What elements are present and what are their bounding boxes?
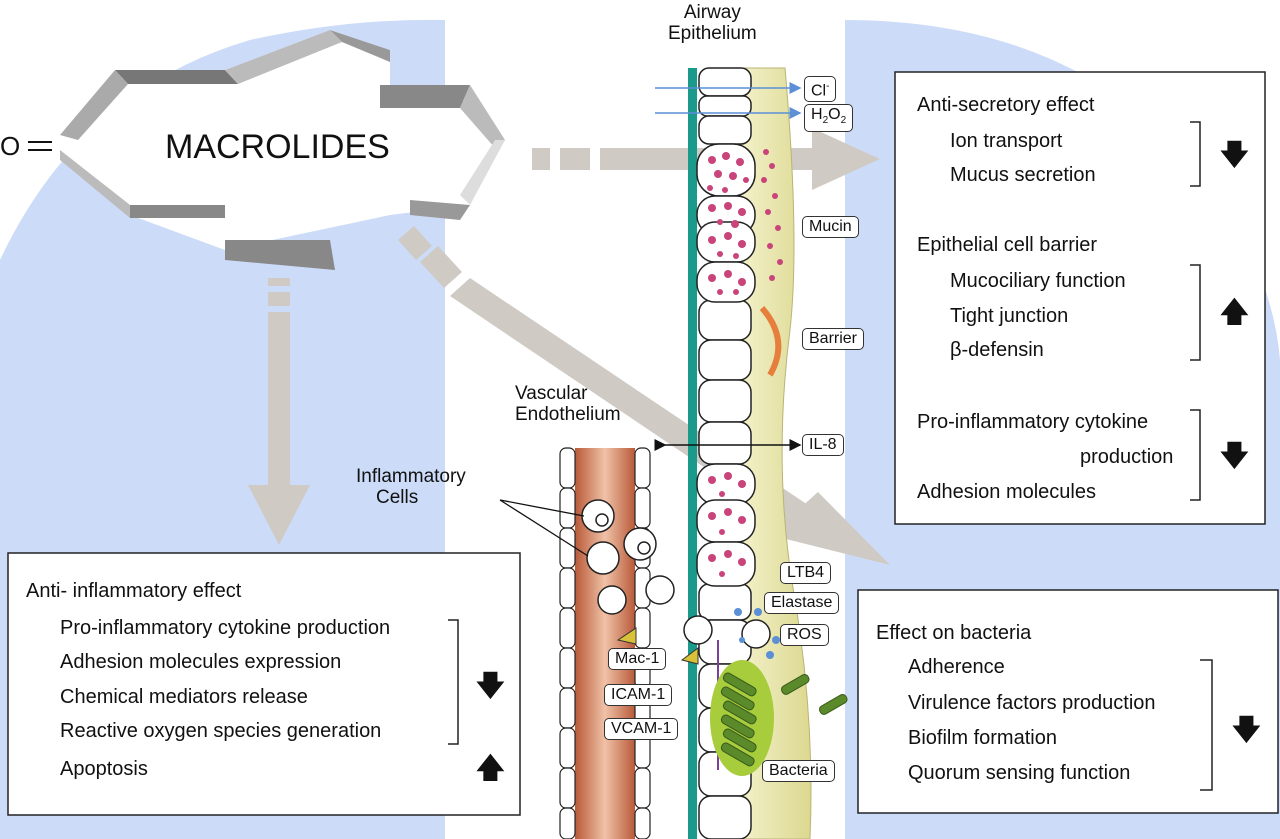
mac1-label: Mac-1 (608, 648, 667, 670)
inflammatory-label-line2: Cells (376, 487, 419, 508)
adhesion-triangles (616, 627, 699, 665)
bac-item-biofilm: Biofilm formation (908, 727, 1057, 749)
basement-membrane (688, 68, 697, 839)
h2o2-label: H2O2 (804, 104, 854, 133)
airway-label-line1: Airway (683, 2, 741, 23)
cytokine-line1: Pro-inflammatory cytokine (917, 411, 1149, 433)
macrolides-structure (28, 30, 505, 270)
secretory-box-frame (894, 71, 1266, 525)
bacteria-box-frame (857, 589, 1279, 814)
carbonyl-label: O (0, 131, 21, 161)
chloride-label: Cl- (804, 76, 837, 103)
h2o2-sub2: 2 (840, 115, 847, 127)
chloride-sup: - (826, 81, 830, 92)
elastase-label: Elastase (764, 592, 840, 614)
ai-item-apoptosis: Apoptosis (60, 758, 148, 780)
h2o2-o: O (828, 106, 841, 123)
down-arrow-icon: 🡇 (1220, 139, 1249, 170)
down-arrow-icon: 🡇 (476, 670, 505, 701)
epithelial-barrier-heading: Epithelial cell barrier (917, 234, 1098, 256)
icam1-label: ICAM-1 (604, 684, 673, 706)
macrolides-label: MACROLIDES (165, 128, 390, 166)
bac-item-virulence: Virulence factors production (908, 692, 1156, 714)
tight-junction-item: Tight junction (950, 305, 1069, 327)
ai-item-ros: Reactive oxygen species generation (60, 720, 382, 742)
adhesion-molecules-line: Adhesion molecules (917, 481, 1096, 503)
inflammatory-cell-shapes (581, 499, 771, 649)
bac-item-quorum: Quorum sensing function (908, 762, 1131, 784)
ion-transport-item: Ion transport (950, 130, 1063, 152)
ros-label: ROS (780, 624, 829, 646)
pointer-line-2 (499, 499, 589, 557)
beta-defensin-item: β-defensin (950, 339, 1044, 361)
mucin-label: Mucin (802, 216, 859, 238)
bacteria-rods (720, 672, 848, 767)
h2o2-h: H (811, 106, 823, 123)
ros-stars (734, 608, 780, 659)
vascular-label-line1: Vascular (515, 383, 588, 404)
up-arrow-icon: 🡅 (1220, 296, 1249, 327)
ai-item-cytokine: Pro-inflammatory cytokine production (60, 617, 391, 639)
barrier-label: Barrier (802, 328, 865, 350)
anti-inflammatory-heading: Anti- inflammatory effect (26, 580, 242, 602)
ai-item-adhesion: Adhesion molecules expression (60, 651, 342, 673)
ltb4-label: LTB4 (780, 562, 832, 584)
down-arrow-icon: 🡇 (1220, 440, 1249, 471)
inflammatory-cells-label: Inflammatory Cells (356, 466, 466, 508)
ai-item-mediators: Chemical mediators release (60, 686, 308, 708)
chloride-text: Cl (811, 82, 827, 100)
up-arrow-icon: 🡅 (476, 752, 505, 783)
anti-inflammatory-box-frame (7, 552, 521, 816)
vascular-label-line2: Endothelium (515, 404, 621, 425)
cytokine-line2: production (1080, 446, 1174, 468)
mucin-granules (707, 149, 783, 577)
bacteria-heading: Effect on bacteria (876, 622, 1032, 644)
pointer-line-1 (499, 499, 585, 517)
bac-item-adherence: Adherence (908, 656, 1005, 678)
mucus-secretion-item: Mucus secretion (950, 164, 1096, 186)
bacteria-label: Bacteria (762, 760, 835, 782)
airway-epithelium-label: Airway Epithelium (668, 2, 757, 44)
il8-label: IL-8 (802, 434, 844, 456)
vascular-endothelium-label: Vascular Endothelium (515, 383, 621, 425)
inflammatory-label-line1: Inflammatory (356, 466, 466, 487)
barrier-arc (759, 306, 782, 377)
vcam1-label: VCAM-1 (604, 718, 679, 740)
mucociliary-item: Mucociliary function (950, 270, 1126, 292)
anti-secretory-heading: Anti-secretory effect (917, 94, 1095, 116)
h2o2-sub1: 2 (822, 115, 829, 127)
down-arrow-icon: 🡇 (1232, 714, 1261, 745)
brackets (448, 121, 1213, 791)
airway-label-line2: Epithelium (668, 23, 757, 44)
